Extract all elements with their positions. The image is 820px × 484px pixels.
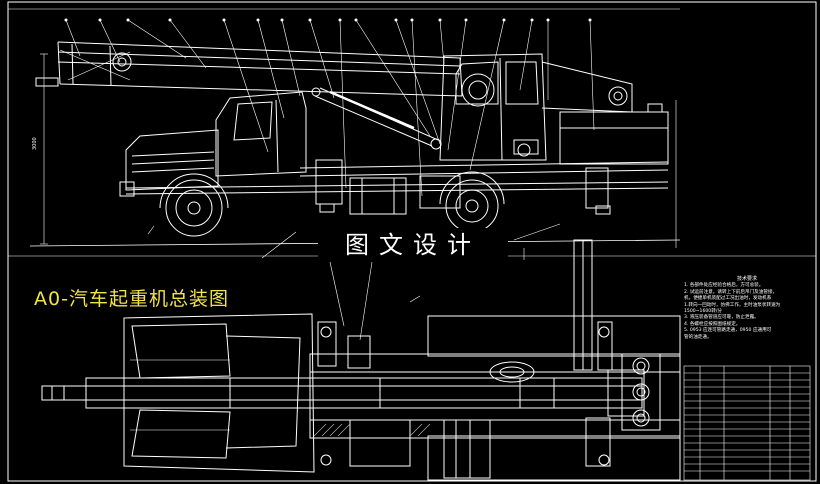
chassis-plan [309,315,681,481]
turntable [489,239,593,409]
top-view [41,239,681,481]
luffing-cylinder [311,87,442,150]
callout-leaders [65,19,595,260]
rear-counterweight [541,61,669,165]
outrigger-pads [320,326,661,466]
side-view: 3000 [29,18,681,260]
notes-title: 技术要求 [736,276,757,282]
hatched-frame-section [313,423,431,437]
boom [35,41,463,97]
drawing-frame [7,1,817,482]
rear-wheel [439,171,505,233]
truck-cabin [119,91,307,197]
note-line: 1500~1600转/分 [684,309,722,315]
note-line: 2. 试运前注意，请转上下前后吊门及油管接， [684,289,778,295]
note-line: 3. 液压装备管道应可靠，防止泄露。 [684,315,759,321]
cab-plan [123,313,315,473]
note-line: 机，便捷单机装配过工况出油时，发动机系 [684,296,772,302]
parts-list-table [683,365,811,481]
technical-requirements: 技术要求 1. 各部件处应经验合格后，方可总装。 2. 试运前注意，请转上下前后… [684,276,810,341]
note-line: 1. 各部件处应经验合格后，方可总装。 [684,283,764,289]
drawing-title: A0-汽车起重机总装图 [34,288,229,310]
boom-plan [41,369,645,417]
watermark: 图文设计 [318,228,508,262]
operator-cab [439,53,547,161]
front-wheel [159,173,229,237]
note-line: 5. 0953 应连可管路走通，0950 应通用可 [684,328,772,334]
note-line: 1.转向一回动时，仿佛工作，主时油泵状转速为 [684,302,781,308]
note-line: 4. 各螺栓应按照图纸规定。 [684,321,741,327]
dimension-label: 3000 [32,137,38,150]
note-line: 管的油走通。 [684,334,712,340]
boom-head-sheave [112,52,132,72]
chassis-frame [125,159,669,215]
